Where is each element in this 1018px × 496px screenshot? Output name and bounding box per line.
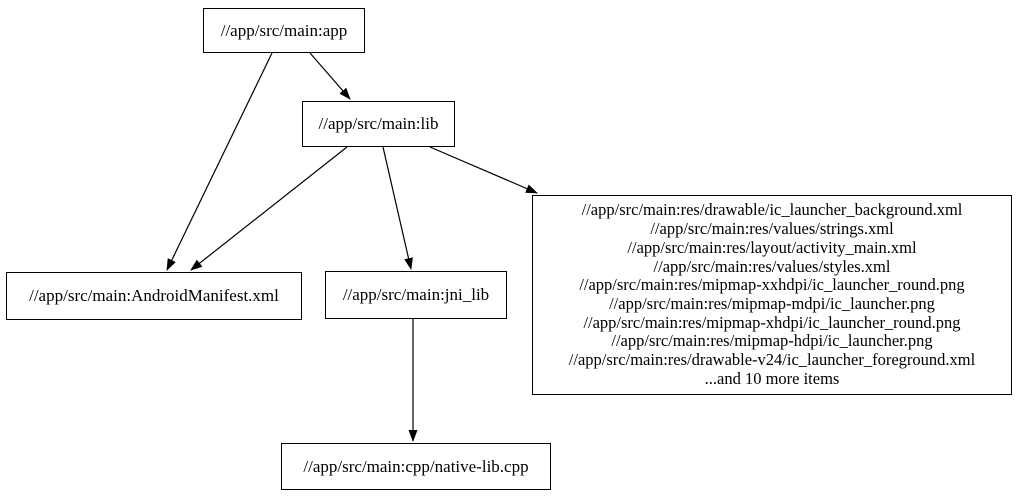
node-androidmanifest-label: //app/src/main:AndroidManifest.xml [29,286,279,306]
edge-lib-jnilib [382,146,413,270]
edge-lib-androidmanifest [190,146,348,271]
edge-app-androidmanifest [166,52,273,271]
node-app-label: //app/src/main:app [220,20,348,40]
resource-line: //app/src/main:res/values/styles.xml [653,256,891,276]
edge-lib-resources [429,146,538,194]
resource-line: //app/src/main:res/values/strings.xml [650,219,894,239]
resource-more-items: ...and 10 more items [704,368,840,388]
node-nativelib: //app/src/main:cpp/native-lib.cpp [281,443,551,490]
node-jnilib: //app/src/main:jni_lib [325,271,507,319]
resource-line: //app/src/main:res/layout/activity_main.… [627,237,917,257]
node-androidmanifest: //app/src/main:AndroidManifest.xml [6,272,302,320]
resource-line: //app/src/main:res/drawable-v24/ic_launc… [568,350,976,370]
resource-line: //app/src/main:res/mipmap-xxhdpi/ic_laun… [579,275,965,295]
node-resources: //app/src/main:res/drawable/ic_launcher_… [532,195,1012,395]
node-nativelib-label: //app/src/main:cpp/native-lib.cpp [303,456,529,476]
resource-line: //app/src/main:res/mipmap-hdpi/ic_launch… [611,331,933,351]
node-lib-label: //app/src/main:lib [318,114,439,134]
node-jnilib-label: //app/src/main:jni_lib [342,285,490,305]
resource-line: //app/src/main:res/mipmap-xhdpi/ic_launc… [583,312,961,332]
node-app: //app/src/main:app [203,8,365,53]
node-lib: //app/src/main:lib [302,101,455,147]
edge-app-lib [309,52,351,100]
resource-line: //app/src/main:res/mipmap-mdpi/ic_launch… [609,294,935,313]
resource-line: //app/src/main:res/drawable/ic_launcher_… [581,200,963,220]
